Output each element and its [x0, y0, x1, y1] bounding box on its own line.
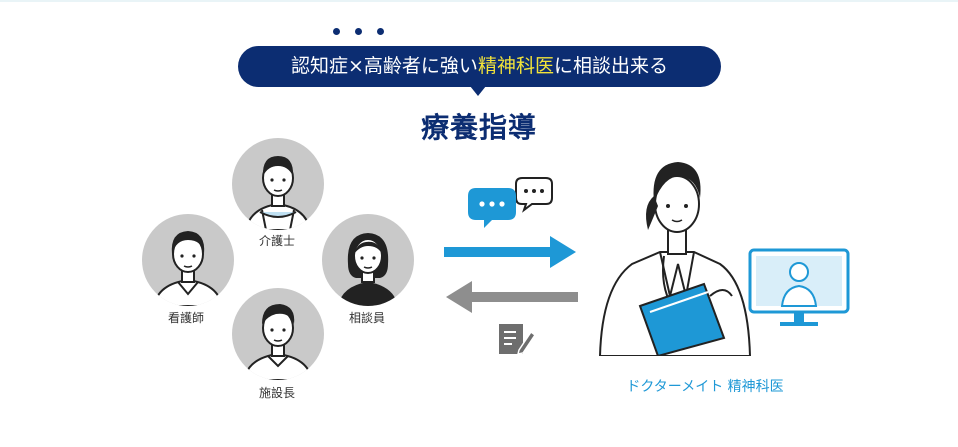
bubble-tail — [470, 86, 486, 96]
avatar-counselor — [322, 214, 414, 306]
role-label-counselor: 相談員 — [348, 311, 385, 325]
bubble-text-post: に相談出来る — [553, 55, 668, 77]
video-call-monitor-icon — [748, 248, 850, 326]
avatar-nurse — [142, 214, 234, 306]
role-label-facility-director: 施設長 — [258, 386, 295, 400]
ellipsis-dots — [333, 28, 393, 38]
avatar-care-worker — [232, 138, 324, 230]
role-label-nurse: 看護師 — [167, 311, 204, 325]
bubble-text-pre: 認知症×高齢者に強い — [291, 55, 478, 77]
left-arrow-icon — [446, 281, 578, 313]
document-pen-icon — [499, 324, 537, 355]
top-divider — [0, 0, 958, 2]
bubble-text-highlight: 精神科医 — [477, 55, 554, 77]
chat-bubbles-icon — [468, 177, 553, 228]
doctor-caption: ドクターメイト 精神科医 — [626, 379, 784, 395]
avatar-facility-director — [232, 288, 324, 380]
role-label-care-worker: 介護士 — [258, 234, 295, 248]
page-title: 療養指導 — [420, 111, 537, 144]
right-arrow-icon — [444, 236, 576, 268]
headline-bubble: 認知症×高齢者に強い精神科医に相談出来る — [238, 46, 721, 87]
doctor-illustration — [598, 162, 752, 356]
